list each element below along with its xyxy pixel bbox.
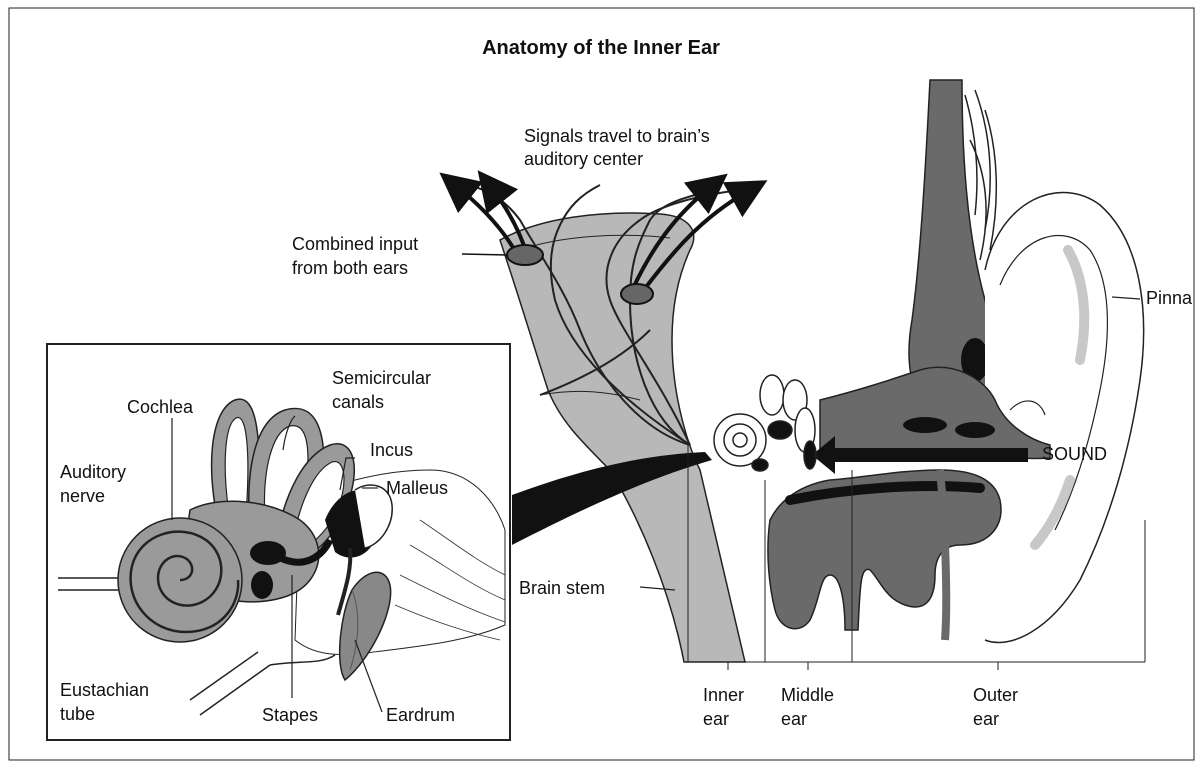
label-auditory-nerve-line2: nerve (60, 486, 105, 506)
label-malleus: Malleus (386, 478, 448, 498)
label-semicircular-line2: canals (332, 392, 384, 412)
label-eustachian-line2: tube (60, 704, 95, 724)
diagram-title: Anatomy of the Inner Ear (482, 37, 720, 59)
label-eardrum: Eardrum (386, 705, 455, 725)
label-incus: Incus (370, 440, 413, 460)
label-signals-line1: Signals travel to brain’s (524, 126, 710, 146)
label-eustachian-line1: Eustachian (60, 680, 149, 700)
label-inner-ear-line2: ear (703, 709, 729, 729)
canal-dark-spot-1 (903, 417, 947, 433)
label-auditory-nerve-line1: Auditory (60, 462, 126, 482)
label-combined-line2: from both ears (292, 258, 408, 278)
label-sound: SOUND (1042, 444, 1107, 464)
combining-nucleus-left (507, 245, 543, 265)
label-cochlea: Cochlea (127, 397, 194, 417)
label-outer-ear-line2: ear (973, 709, 999, 729)
label-outer-ear-line1: Outer (973, 685, 1018, 705)
label-middle-ear-line2: ear (781, 709, 807, 729)
label-middle-ear-line1: Middle (781, 685, 834, 705)
label-stapes: Stapes (262, 705, 318, 725)
label-semicircular-line1: Semicircular (332, 368, 431, 388)
label-inner-ear-line1: Inner (703, 685, 744, 705)
label-pinna: Pinna (1146, 288, 1193, 308)
label-combined-line1: Combined input (292, 234, 418, 254)
combining-nucleus-right (621, 284, 653, 304)
combined-leader (462, 254, 508, 255)
label-signals-line2: auditory center (524, 149, 643, 169)
label-brain-stem: Brain stem (519, 578, 605, 598)
canal-dark-spot-2 (955, 422, 995, 438)
